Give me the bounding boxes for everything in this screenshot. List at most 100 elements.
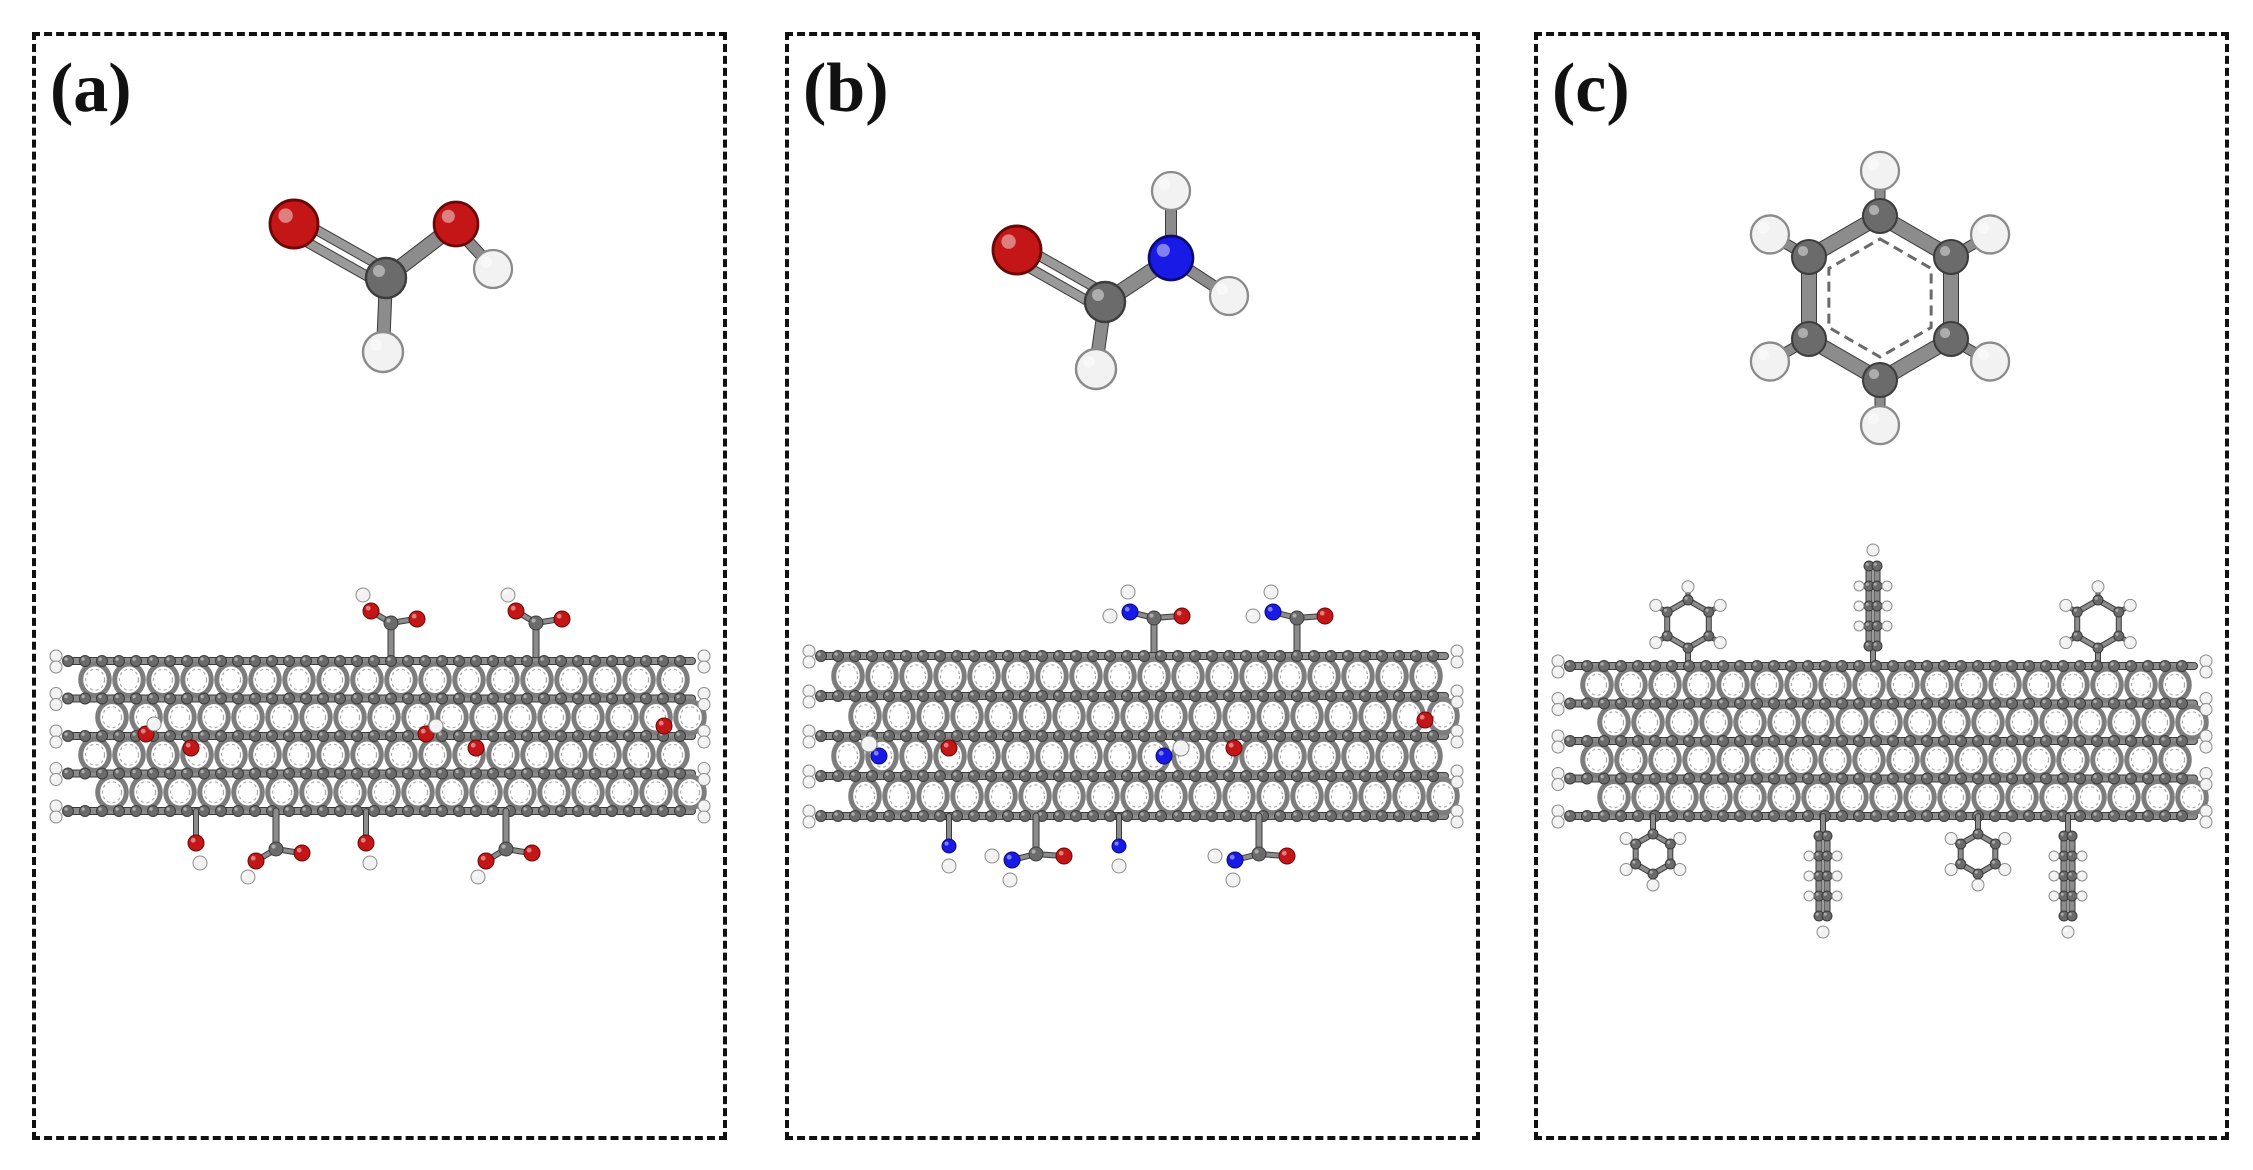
tube-ring [435, 774, 469, 811]
tube-carbon [351, 655, 363, 667]
tube-carbon [1053, 690, 1065, 702]
tube-ring [2124, 666, 2158, 703]
tube-carbon [555, 767, 567, 780]
carbon-atom [1664, 838, 1676, 850]
tube-carbon [2159, 810, 2171, 822]
tube-carbon [283, 805, 295, 817]
tube-carbon [1206, 650, 1218, 662]
tube-carbon [1819, 697, 1831, 710]
hydrogen-atom [470, 869, 486, 885]
tube-carbon [2074, 660, 2086, 672]
tube-ring [180, 736, 214, 773]
tube-ring [282, 661, 316, 698]
hydrogen-atom [146, 716, 162, 732]
tube-ring [1614, 741, 1648, 778]
tube-carbon [1700, 697, 1712, 710]
tube-ring [1852, 666, 1886, 703]
carbon-atom [2058, 870, 2070, 882]
tube-carbon [1955, 735, 1967, 747]
tube-carbon [1257, 690, 1269, 702]
tube-carbon [832, 690, 844, 702]
tube-carbon [1189, 810, 1201, 822]
tube-ring [282, 736, 316, 773]
tube-carbon [1206, 690, 1218, 702]
tube-end-hydrogen [1551, 703, 1565, 716]
tube-carbon [1036, 650, 1048, 662]
tube-carbon [538, 767, 550, 780]
tube-end-hydrogen [49, 649, 63, 663]
hydrogen-atom [1673, 863, 1687, 876]
tube-carbon [883, 650, 895, 662]
hydrogen-atom [2123, 598, 2137, 612]
tube-carbon [1138, 810, 1150, 822]
tube-carbon [985, 650, 997, 662]
tube-carbon [657, 767, 669, 780]
tube-carbon [606, 655, 618, 667]
tube-ring [1188, 696, 1222, 736]
tube-end-hydrogen [802, 724, 816, 738]
oxygen-atom [1278, 847, 1296, 865]
tube-ring [1631, 704, 1665, 741]
oxygen-atom [477, 852, 495, 870]
tube-carbon [849, 650, 861, 662]
tube-end-hydrogen [1551, 729, 1565, 743]
tube-carbon [657, 655, 669, 667]
tube-carbon [2159, 697, 2171, 710]
tube-ring [933, 656, 967, 696]
tube-ring [2022, 666, 2056, 703]
tube-ring [1597, 779, 1631, 816]
hydrogen-atom [1673, 832, 1687, 845]
tube-end-hydrogen [49, 773, 63, 786]
tube-carbon [917, 650, 929, 662]
hydroxyl-group [357, 808, 378, 871]
oxygen-atom [991, 224, 1043, 276]
tube-carbon [215, 692, 227, 705]
tube-carbon [198, 805, 210, 817]
oxygen-atom [293, 844, 311, 862]
tube-carbon [1734, 697, 1746, 710]
tube-ring [1375, 736, 1409, 776]
tube-carbon [1036, 730, 1048, 742]
tube-carbon [368, 655, 380, 667]
oxygen-atom [408, 610, 426, 628]
hydrogen-atom [941, 858, 957, 874]
tube-ring [831, 656, 865, 696]
tube-carbon [317, 767, 329, 780]
tube-ring [95, 699, 129, 736]
tube-carbon [1598, 772, 1610, 785]
carbon-atom [1682, 642, 1694, 654]
tube-carbon [849, 730, 861, 742]
tube-carbon [815, 650, 827, 662]
tube-carbon [1359, 690, 1371, 702]
tube-carbon [1904, 735, 1916, 747]
tube-carbon [1564, 735, 1576, 747]
tube-carbon [521, 730, 533, 742]
hydrogen-atom [192, 855, 208, 871]
tube-carbon [1683, 772, 1695, 785]
tube-ring [933, 736, 967, 776]
nitrogen-atom [1264, 603, 1282, 621]
tube-ring [656, 661, 690, 698]
tube-carbon [1632, 660, 1644, 672]
carbon-nanotube [49, 649, 711, 824]
tube-ring [95, 774, 129, 811]
tube-carbon [1376, 770, 1388, 782]
tube-end-hydrogen [802, 655, 816, 669]
hydrogen-atom [2076, 890, 2088, 902]
tube-carbon [2091, 810, 2103, 822]
tube-carbon [1717, 772, 1729, 785]
tube-ring [1086, 776, 1120, 816]
tube-ring [1750, 741, 1784, 778]
panel-c: (c) [1534, 32, 2229, 1140]
tube-carbon [1615, 735, 1627, 747]
tube-ring [848, 776, 882, 816]
amide-group [1102, 584, 1191, 660]
carbon-atom [1871, 640, 1883, 652]
tube-carbon [1870, 697, 1882, 710]
tube-ring [333, 699, 367, 736]
tube-carbon [504, 692, 516, 705]
tube-carbon [113, 730, 125, 742]
tube-carbon [1989, 772, 2001, 785]
tube-ring [622, 661, 656, 698]
tube-ring [78, 736, 112, 773]
